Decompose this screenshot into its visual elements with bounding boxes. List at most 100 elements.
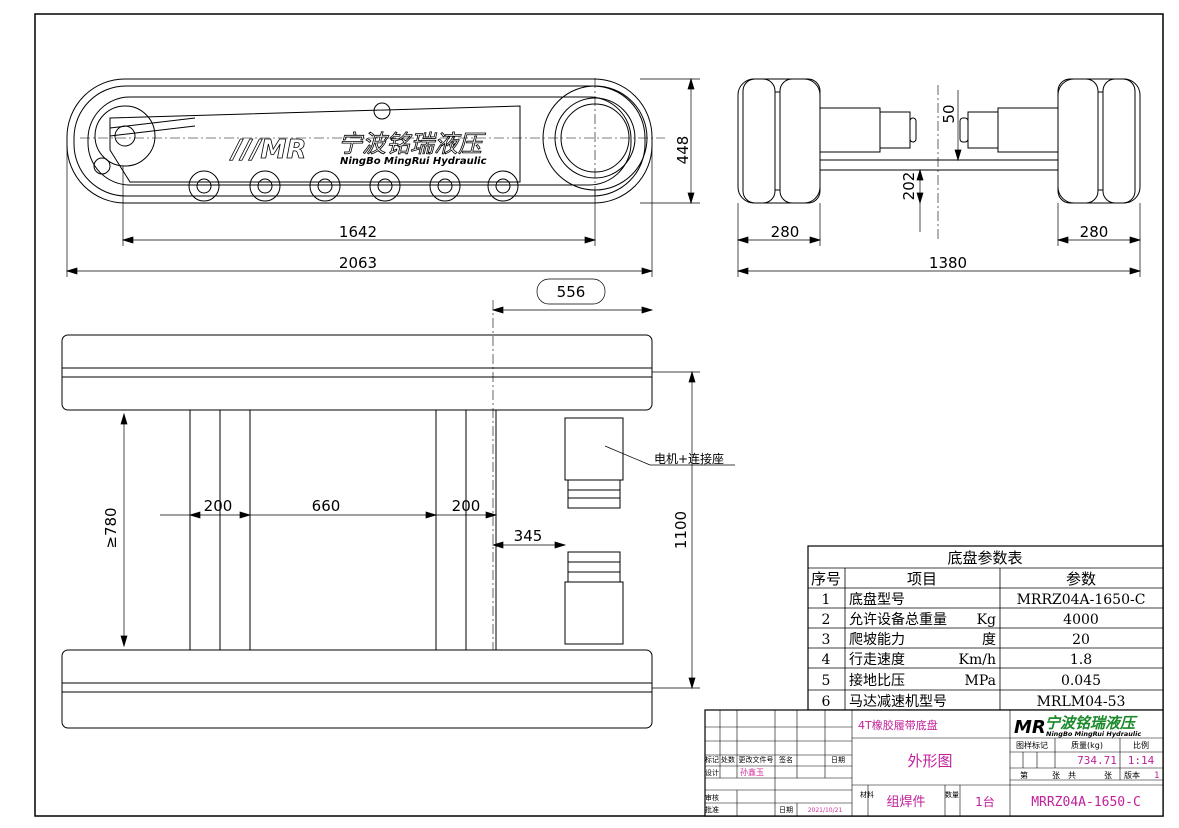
table-row: 接地比压 bbox=[849, 672, 905, 689]
rev-header-date: 日期 bbox=[831, 756, 845, 764]
side-logo-sub: NingBo MingRui Hydraulic bbox=[340, 156, 487, 167]
rev-header-sign: 签名 bbox=[779, 755, 793, 764]
params-header-value: 参数 bbox=[1066, 570, 1096, 588]
dim-top-345: 345 bbox=[514, 527, 543, 545]
params-header-no: 序号 bbox=[811, 570, 841, 588]
table-row: 1 bbox=[822, 592, 831, 608]
material-value: 组焊件 bbox=[886, 794, 925, 810]
date-label: 日期 bbox=[779, 806, 793, 814]
front-track-left bbox=[737, 78, 821, 204]
drawing-number: MRRZ04A-1650-C bbox=[1031, 795, 1141, 810]
table-row: 度 bbox=[982, 632, 996, 648]
dim-top-660: 660 bbox=[312, 497, 341, 515]
table-row: MRLM04-53 bbox=[1037, 694, 1126, 710]
bottom-rollers bbox=[188, 170, 519, 202]
side-track-frame bbox=[87, 96, 632, 186]
version-label: 版本 bbox=[1124, 770, 1140, 780]
logo-brand: 宁波铭瑞液压 bbox=[1045, 714, 1138, 732]
top-dimensions bbox=[120, 278, 735, 690]
dim-front-ground: 202 bbox=[900, 172, 918, 201]
mass-label: 质量(kg) bbox=[1071, 740, 1103, 750]
rev-header-doc: 更改文件号 bbox=[739, 755, 774, 764]
sheet-unit: 张 bbox=[1052, 771, 1060, 780]
side-logo-brand: 宁波铭瑞液压 bbox=[338, 130, 486, 158]
title-block: MR 宁波铭瑞液压 NingBo MingRui Hydraulic 标记 处数… bbox=[704, 709, 1164, 817]
drawing-title: 外形图 bbox=[907, 752, 952, 770]
review-label: 审核 bbox=[705, 793, 719, 802]
dim-top-556: 556 bbox=[557, 283, 586, 301]
rev-header-mark: 标记 bbox=[705, 755, 719, 764]
table-row: 5 bbox=[822, 673, 831, 689]
params-title: 底盘参数表 bbox=[947, 549, 1022, 567]
table-row: 0.045 bbox=[1061, 673, 1101, 689]
side-dimensions bbox=[65, 77, 700, 277]
version-value: 1 bbox=[1154, 771, 1159, 781]
scale-label: 比例 bbox=[1133, 740, 1149, 750]
dim-top-200b: 200 bbox=[452, 497, 481, 515]
table-row: Km/h bbox=[959, 652, 996, 668]
front-view bbox=[737, 78, 1141, 240]
side-logo: ///MR 宁波铭瑞液压 NingBo MingRui Hydraulic bbox=[229, 130, 487, 167]
top-motor-upper bbox=[564, 417, 624, 481]
sheet-border bbox=[34, 13, 1164, 817]
table-row: Kg bbox=[977, 612, 996, 628]
dim-top-1100: 1100 bbox=[672, 511, 690, 549]
date-value: 2021/10/21 bbox=[808, 807, 843, 814]
designer-signature: 孙鑫玉 bbox=[740, 767, 764, 777]
table-row: 4000 bbox=[1063, 612, 1099, 628]
front-cross-beam bbox=[819, 159, 1059, 171]
table-row: MPa bbox=[965, 673, 996, 689]
params-header-item: 项目 bbox=[907, 570, 937, 588]
dim-556-bubble bbox=[536, 278, 606, 305]
qty-label: 数量 bbox=[945, 790, 959, 799]
total-label: 共 bbox=[1068, 771, 1076, 780]
dim-top-200a: 200 bbox=[204, 497, 233, 515]
table-row: 允许设备总重量 bbox=[849, 611, 947, 628]
table-row: 6 bbox=[822, 694, 831, 710]
dim-front-track-right: 280 bbox=[1080, 223, 1109, 241]
idler-wheel bbox=[94, 105, 156, 167]
dim-front-total: 1380 bbox=[929, 254, 967, 272]
dim-front-motor: 50 bbox=[940, 104, 958, 123]
design-label: 设计 bbox=[705, 768, 719, 777]
product-name: 4T橡胶履带底盘 bbox=[858, 718, 938, 732]
sheet-label: 第 bbox=[1020, 770, 1028, 780]
top-track-upper bbox=[61, 334, 653, 411]
material-label: 材料 bbox=[860, 790, 874, 799]
logo-mark: MR bbox=[1014, 717, 1046, 738]
dim-top-780: ≥780 bbox=[102, 507, 120, 548]
approve-label: 批准 bbox=[705, 805, 719, 814]
table-row: 2 bbox=[822, 612, 831, 628]
front-dimensions bbox=[736, 90, 1142, 277]
side-logo-mark: ///MR bbox=[229, 135, 306, 165]
logo-sub: NingBo MingRui Hydraulic bbox=[1046, 730, 1141, 738]
front-track-right bbox=[1057, 78, 1141, 204]
title-logo: MR 宁波铭瑞液压 NingBo MingRui Hydraulic bbox=[1014, 714, 1141, 738]
table-row: 爬坡能力 bbox=[849, 632, 905, 648]
side-body bbox=[109, 105, 521, 183]
dim-side-total-len: 2063 bbox=[339, 254, 377, 272]
side-view bbox=[66, 78, 665, 204]
rev-header-count: 处数 bbox=[721, 755, 735, 764]
dim-side-height: 448 bbox=[674, 136, 692, 165]
table-row: MRRZ04A-1650-C bbox=[1017, 592, 1146, 608]
params-table: 底盘参数表 序号 项目 参数 1 底盘型号 MRRZ04A-1650-C 2 允… bbox=[807, 545, 1164, 711]
table-row: 行走速度 bbox=[849, 652, 905, 668]
mass-value: 734.71 bbox=[1077, 754, 1117, 767]
table-row: 底盘型号 bbox=[849, 591, 905, 608]
total-unit: 张 bbox=[1104, 771, 1112, 780]
dim-side-inner-len: 1642 bbox=[339, 223, 377, 241]
callout-motor-label: 电机+连接座 bbox=[654, 451, 724, 466]
qty-value: 1台 bbox=[975, 794, 995, 809]
top-motor-lower bbox=[564, 581, 624, 645]
dim-front-track-left: 280 bbox=[771, 223, 800, 241]
table-row: 4 bbox=[822, 652, 831, 668]
table-row: 1.8 bbox=[1070, 652, 1092, 668]
scale-value: 1:14 bbox=[1128, 754, 1155, 767]
top-view bbox=[61, 300, 653, 729]
table-row: 马达减速机型号 bbox=[849, 694, 947, 710]
side-track-inner bbox=[73, 85, 646, 197]
front-motor-right bbox=[997, 107, 1059, 153]
front-motor-left bbox=[819, 107, 881, 153]
